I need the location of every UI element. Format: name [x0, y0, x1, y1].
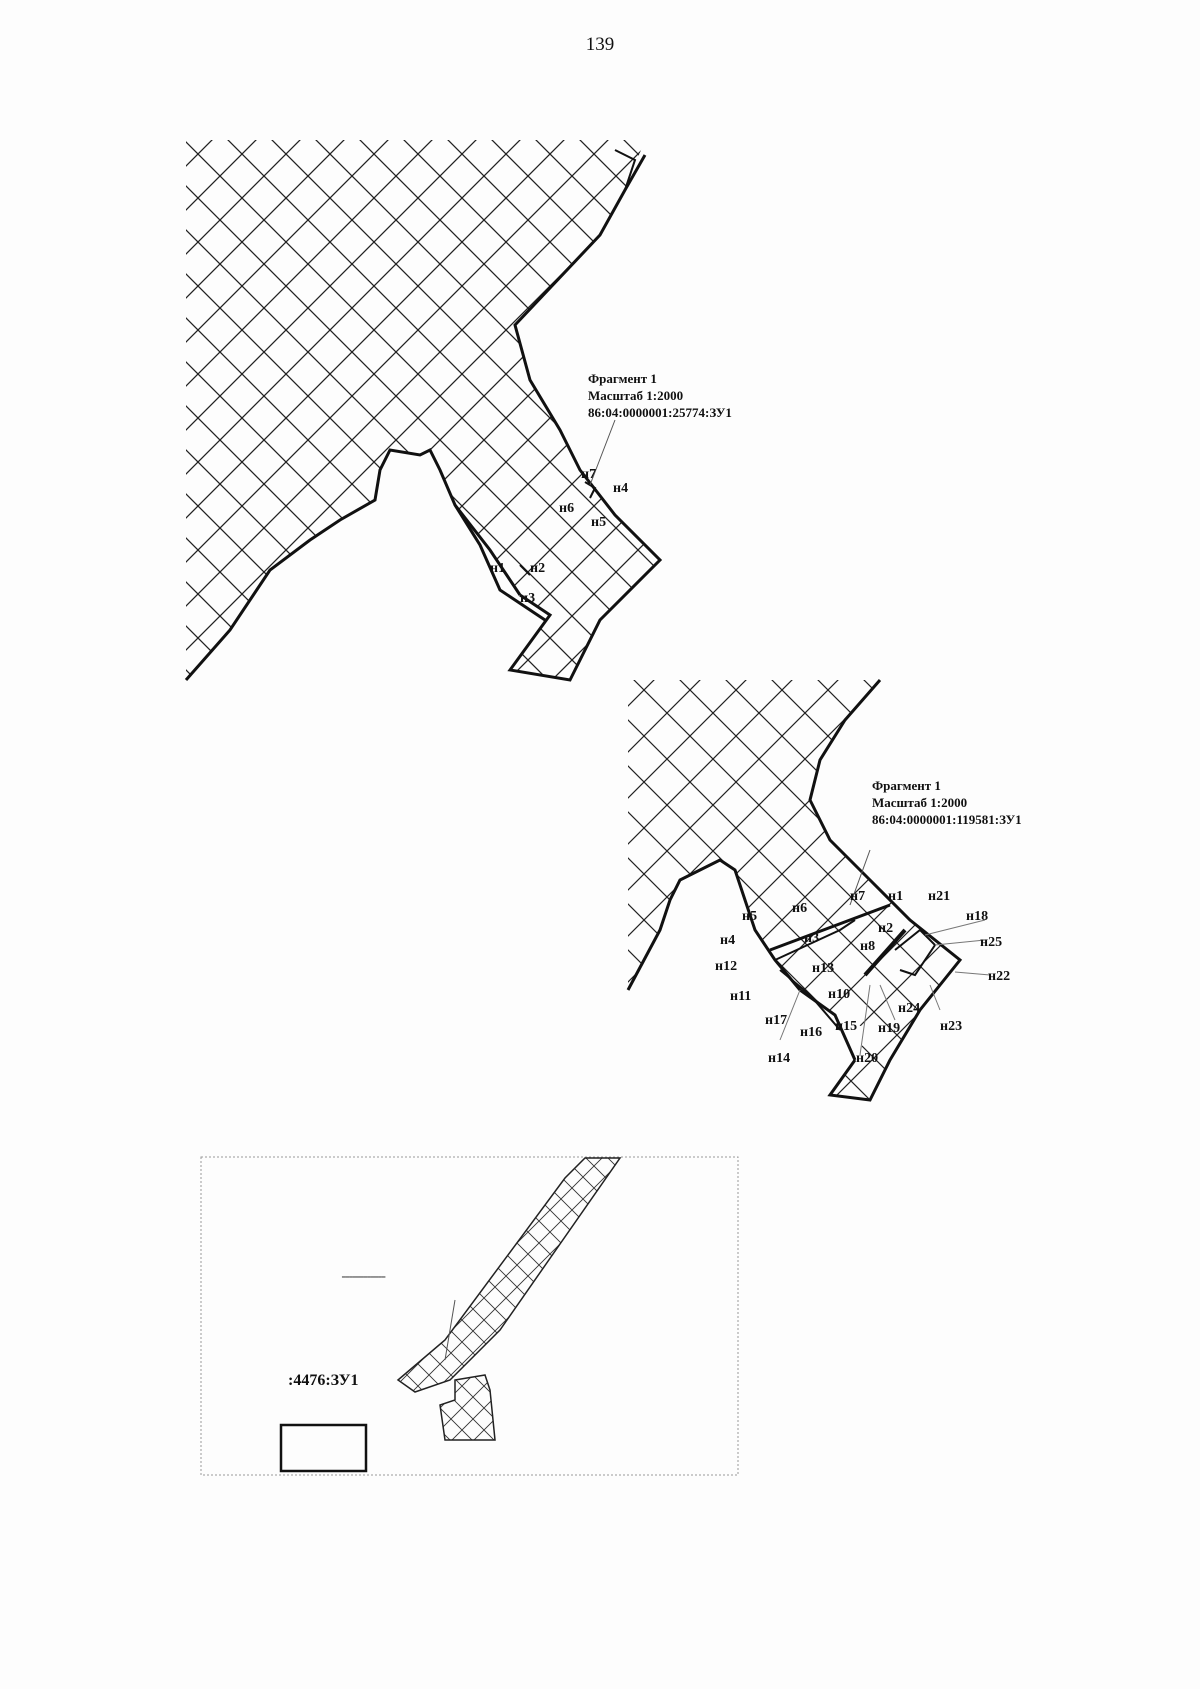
fragment-3-strip [396, 1157, 622, 1393]
fragment-3-frame [200, 1156, 739, 1476]
fragment-2-point-n6: н6 [792, 901, 807, 916]
fragment-2-point-n4: н4 [720, 933, 735, 948]
fragment-1-scale: Масштаб 1:2000 [588, 388, 684, 403]
fragment-1-point-n5: н5 [591, 515, 606, 530]
fragment-1-point-n7: н7 [581, 467, 596, 482]
fragment-3-parcel-label: :4476:ЗУ1 [288, 1372, 359, 1389]
fragment-2-point-n16: н16 [800, 1025, 822, 1040]
fragment-2-boundary [808, 679, 963, 1102]
fragment-2-point-n14: н14 [768, 1051, 790, 1066]
fragment-2-point-n24: н24 [898, 1001, 920, 1016]
fragment-1-boundary [507, 154, 663, 682]
map-fragment-3: ━━━━━━━━━━━━ :4476:ЗУ1 [200, 1156, 739, 1476]
fragment-2-scale: Масштаб 1:2000 [872, 795, 968, 810]
fragment-2-point-n18: н18 [966, 909, 988, 924]
map-fragment-2: н7 н1 н21 н18 н2 н25 н5 н6 н4 н3 н8 н22 … [626, 679, 1022, 1102]
fragment-2-point-n19: н19 [878, 1021, 900, 1036]
fragment-2-point-n15: н15 [835, 1019, 857, 1034]
fragment-3-rectangle [279, 1423, 368, 1473]
fragment-2-point-n7: н7 [850, 889, 865, 904]
fragment-2-point-n12: н12 [715, 959, 737, 974]
fragment-2-point-n17: н17 [765, 1013, 787, 1028]
fragment-1-point-n4: н4 [613, 481, 628, 496]
map-fragment-1: н7 н4 н6 н5 н1 н2 н3 Фрагмент 1 Масштаб … [0, 0, 1200, 700]
fragment-2-point-n1: н1 [888, 889, 903, 904]
fragment-1-point-n1: н1 [490, 561, 505, 576]
fragment-2-point-n11: н11 [730, 989, 751, 1004]
fragment-2-point-n10: н10 [828, 987, 850, 1002]
fragment-1-point-n3: н3 [520, 591, 535, 606]
fragment-1-point-n2: н2 [530, 561, 545, 576]
fragment-2-point-n3: н3 [804, 931, 819, 946]
fragment-2-point-n22: н22 [988, 969, 1010, 984]
fragment-1-drawing: н7 н4 н6 н5 н1 н2 н3 [184, 140, 663, 682]
fragment-1-point-n6: н6 [559, 501, 574, 516]
fragment-2-point-n23: н23 [940, 1019, 962, 1034]
fragment-3-callout: ━━━━━━━━━━━━ [342, 1275, 386, 1281]
fragment-2-point-n8: н8 [860, 939, 875, 954]
fragment-2-cadastral: 86:04:0000001:119581:ЗУ1 [872, 812, 1022, 827]
fragment-2-title: Фрагмент 1 [872, 778, 941, 793]
fragment-3-lower-parcel [439, 1374, 496, 1441]
fragment-2-point-n5: н5 [742, 909, 757, 924]
fragment-2-point-n21: н21 [928, 889, 950, 904]
fragment-2-drawing: н7 н1 н21 н18 н2 н25 н5 н6 н4 н3 н8 н22 … [626, 679, 1010, 1102]
fragment-1-callout: Фрагмент 1 Масштаб 1:2000 86:04:0000001:… [588, 370, 732, 421]
fragment-2-point-n20: н20 [856, 1051, 878, 1066]
page-number: 139 [585, 34, 615, 55]
fragment-2-point-n2: н2 [878, 921, 893, 936]
fragment-2-point-n25: н25 [980, 935, 1002, 950]
fragment-1-cadastral: 86:04:0000001:25774:ЗУ1 [588, 405, 732, 420]
fragment-3-drawing [200, 1156, 739, 1476]
fragment-2-callout: Фрагмент 1 Масштаб 1:2000 86:04:0000001:… [872, 777, 1022, 828]
fragment-1-title: Фрагмент 1 [588, 371, 657, 386]
fragment-2-point-n13: н13 [812, 961, 834, 976]
